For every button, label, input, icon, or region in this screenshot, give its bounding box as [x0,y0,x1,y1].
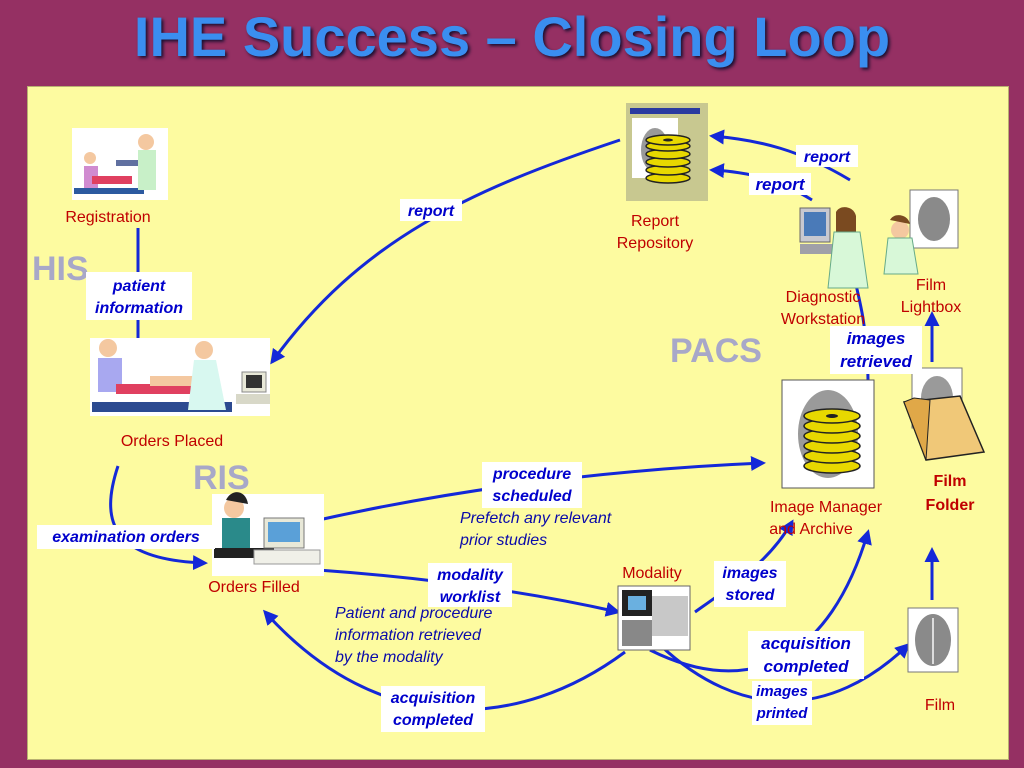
report-repository-label-line2: Repository [617,235,693,252]
report-box-top [796,145,858,167]
modality-worklist-box [428,563,512,607]
patient-information-label-line1: patient [112,278,166,295]
film-folder-illustration [902,367,986,461]
film-lightbox-illustration [883,189,959,275]
diagnostic-workstation-label-line2: Workstation [781,311,865,328]
orders-placed-illustration [90,338,270,416]
orders-filled-illustration [212,492,324,576]
patient-information-box [86,272,192,320]
orders-placed-label: Orders Placed [121,433,223,450]
report-box-second [749,173,811,195]
patient-info-note-line2: information retrieved [335,627,482,644]
his-system-label: HIS [32,250,89,288]
images-printed-box [752,681,812,725]
procedure-scheduled-box [482,462,582,508]
images-stored-label-line1: images [722,565,777,582]
prefetch-note-line2: prior studies [459,532,547,549]
arrow-report-from-lightbox [709,129,851,182]
registration-illustration [72,128,168,200]
images-printed-label-line1: images [756,683,808,700]
examination-orders-box [37,525,215,549]
report-box-left [400,199,462,221]
orders-filled-label: Orders Filled [208,579,300,596]
acquisition-completed-bottom-label-line2: completed [393,712,474,729]
images-retrieved-box [830,326,922,374]
modality-illustration [617,585,691,651]
film-label: Film [925,697,955,714]
image-manager-label-line1: Image Manager [770,499,883,516]
modality-worklist-label-line1: modality [437,567,504,584]
pacs-system-label: PACS [670,332,762,370]
film-folder-label-line1: Film [934,473,967,490]
registration-label: Registration [65,209,150,226]
report-flow-label-second: report [755,175,805,194]
image-manager-label-line2: and Archive [769,521,853,538]
page-title: IHE Success – Closing Loop [133,5,891,68]
report-flow-label-left: report [408,203,455,220]
ris-system-label: RIS [193,459,250,497]
images-retrieved-label-line2: retrieved [840,352,912,371]
arrow-report-to-orders-placed [270,138,621,365]
patient-info-note-line1: Patient and procedure [335,605,493,622]
procedure-scheduled-label-line1: procedure [492,466,571,483]
prefetch-note-line1: Prefetch any relevant [460,510,612,527]
acquisition-completed-bottom-box [381,686,485,732]
images-retrieved-label-line1: images [847,329,906,348]
images-stored-label-line2: stored [726,587,776,604]
acquisition-completed-bottom-label-line1: acquisition [391,690,476,707]
acquisition-completed-right-label-line1: acquisition [761,634,851,653]
examination-orders-label: examination orders [52,529,200,546]
modality-label: Modality [622,565,682,582]
procedure-scheduled-label-line2: scheduled [492,488,572,505]
film-lightbox-label-line1: Film [916,277,946,294]
patient-information-label-line2: information [95,300,183,317]
report-repository-label-line1: Report [631,213,680,230]
images-printed-label-line2: printed [756,705,809,722]
report-repository-icon [626,103,708,201]
acquisition-completed-right-box [748,631,864,679]
diagnostic-workstation-label-line1: Diagnostic [786,289,861,306]
patient-info-note-line3: by the modality [335,649,444,666]
film-illustration [907,607,959,673]
film-folder-label-line2: Folder [926,497,975,514]
modality-worklist-label-line2: worklist [440,589,501,606]
diagnostic-workstation-illustration [799,207,869,289]
film-lightbox-label-line2: Lightbox [901,299,962,316]
images-stored-box [714,561,786,607]
report-flow-label-top: report [804,149,851,166]
image-manager-archive-icon [781,379,875,489]
acquisition-completed-right-label-line2: completed [763,657,849,676]
